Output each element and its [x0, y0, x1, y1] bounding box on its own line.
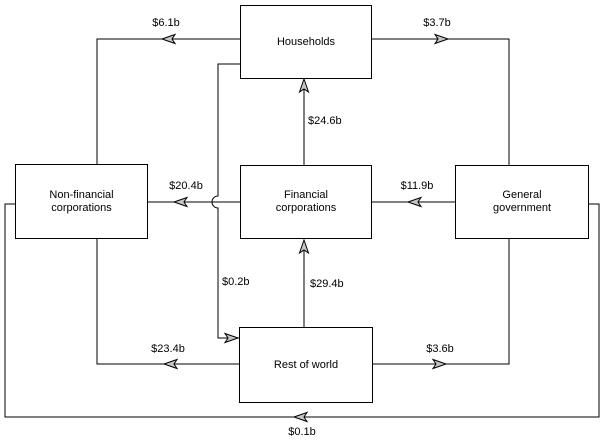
- flow-line-with-hop: [211, 63, 240, 339]
- flow-rest-of-world-to-non-financial: [96, 239, 239, 370]
- flow-amount-label: $3.6b: [426, 343, 454, 355]
- flow-amount-label: $6.1b: [152, 17, 180, 29]
- arrowhead-right-icon: [431, 358, 448, 370]
- flow-rest-of-world-to-financial: [298, 238, 310, 327]
- flow-amount-label: $20.4b: [169, 180, 203, 192]
- arrowhead-left-icon: [162, 358, 179, 370]
- flow-line: [372, 38, 510, 165]
- node-label: Financial corporations: [275, 189, 337, 214]
- arrowhead-up-icon: [298, 77, 310, 94]
- node-households: Households: [240, 5, 372, 79]
- arrowhead-up-icon: [298, 238, 310, 255]
- flow-amount-label: $24.6b: [308, 115, 342, 127]
- arrowhead-right-icon: [223, 332, 240, 344]
- node-general-government: General government: [455, 165, 589, 239]
- node-label: Non-financial corporations: [49, 188, 114, 214]
- flow-general-government-to-non-financial: [4, 203, 600, 423]
- flow-line: [373, 239, 510, 365]
- node-label: Rest of world: [273, 358, 339, 371]
- flow-general-government-to-financial: [372, 196, 455, 208]
- flow-line: [96, 38, 240, 164]
- node-rest-of-world: Rest of world: [239, 327, 373, 403]
- node-financial-corporations: Financial corporations: [240, 165, 372, 239]
- arrowhead-left-icon: [172, 196, 189, 208]
- node-label: General government: [492, 189, 552, 214]
- node-non-financial-corporations: Non-financial corporations: [15, 164, 148, 239]
- arrowhead-left-icon: [406, 196, 423, 208]
- arrowhead-right-icon: [433, 33, 450, 45]
- arrowhead-left-icon: [160, 33, 177, 45]
- flow-amount-label: $3.7b: [423, 17, 451, 29]
- flow-rest-of-world-to-general-government: [373, 239, 510, 370]
- flow-amount-label: $11.9b: [400, 180, 434, 192]
- flow-amount-label: $0.1b: [288, 426, 316, 438]
- flow-amount-label: $29.4b: [310, 278, 344, 290]
- arrowhead-left-icon: [292, 411, 309, 423]
- node-label: Households: [276, 35, 336, 48]
- flow-households-to-non-financial: [96, 33, 240, 164]
- flow-amount-label: $23.4b: [151, 343, 185, 355]
- flow-financial-to-non-financial: [148, 196, 240, 208]
- flow-households-to-rest-of-world: [211, 63, 240, 344]
- flow-financial-to-households: [298, 77, 310, 165]
- flow-amount-label: $0.2b: [222, 276, 250, 288]
- flow-households-to-general-government: [372, 33, 510, 165]
- flow-line: [96, 239, 239, 365]
